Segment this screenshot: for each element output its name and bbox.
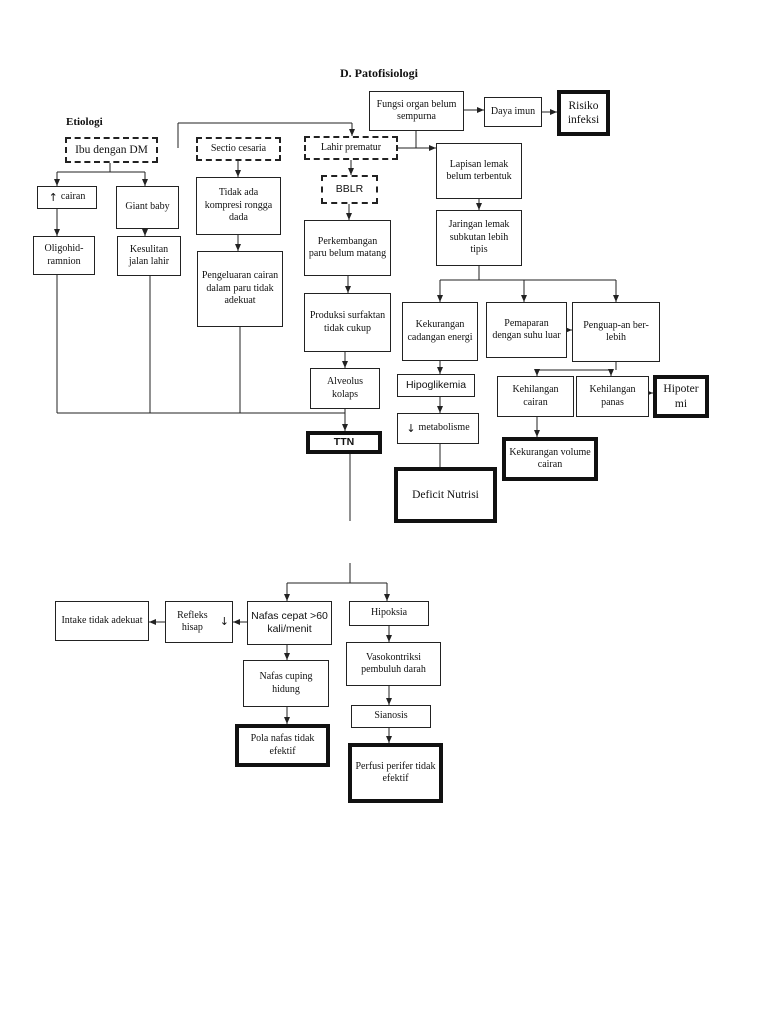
etiologi-label: Etiologi — [66, 116, 103, 128]
node-pemaparan-suhu-label: Pemaparan dengan suhu luar — [492, 317, 561, 342]
node-penguapan-label: Penguap-an ber-lebih — [583, 319, 649, 344]
node-sectio-cesaria-label: Sectio cesaria — [210, 142, 267, 154]
node-perkembangan-paru-label: Perkembangan paru belum matang — [308, 235, 387, 260]
node-pengeluaran-cairan: Pengeluaran cairan dalam paru tidak adek… — [197, 251, 283, 327]
node-penguapan: Penguap-an ber-lebih — [572, 302, 660, 362]
node-hipotermi-label: Hipoter mi — [663, 383, 699, 410]
node-oligohidramnion: Oligohid-ramnion — [33, 236, 95, 275]
node-cairan-label: cairan — [60, 191, 86, 203]
node-alveolus-kolaps-label: Alveolus kolaps — [326, 376, 364, 400]
node-produksi-surfaktan: Produksi surfaktan tidak cukup — [304, 293, 391, 352]
node-defisit-nutrisi-label: Deficit Nutrisi — [412, 488, 479, 501]
node-pola-nafas: Pola nafas tidak efektif — [235, 724, 330, 767]
node-kekurangan-volume: Kekurangan volume cairan — [502, 437, 598, 481]
node-kesulitan-jalan-lahir: Kesulitan jalan lahir — [117, 236, 181, 276]
node-refleks-hisap-label: Refleks hisap — [177, 609, 208, 634]
node-vasokontriksi: Vasokontriksi pembuluh darah — [346, 642, 441, 686]
node-giant-baby-label: Giant baby — [125, 201, 170, 213]
node-metabolisme: ↓metabolisme — [397, 413, 479, 444]
node-tidak-ada-kompresi-label: Tidak ada kompresi rongga dada — [204, 187, 273, 224]
node-risiko-infeksi-label: Risiko infeksi — [567, 99, 600, 126]
node-risiko-infeksi: Risiko infeksi — [557, 90, 610, 136]
node-lahir-prematur: Lahir prematur — [304, 136, 398, 160]
node-sectio-cesaria: Sectio cesaria — [196, 137, 281, 161]
up-arrow-icon: ↑ — [48, 190, 58, 204]
node-perkembangan-paru: Perkembangan paru belum matang — [304, 220, 391, 276]
node-defisit-nutrisi: Deficit Nutrisi — [394, 467, 497, 523]
node-lapisan-lemak-label: Lapisan lemak belum terbentuk — [446, 158, 512, 183]
down-arrow-icon: ↓ — [219, 615, 229, 629]
node-hipoglikemia: Hipoglikemia — [397, 374, 475, 397]
node-ibu-dm: Ibu dengan DM — [65, 137, 158, 163]
node-produksi-surfaktan-label: Produksi surfaktan tidak cukup — [309, 310, 386, 334]
node-tidak-ada-kompresi: Tidak ada kompresi rongga dada — [196, 177, 281, 235]
node-daya-imun: Daya imun — [484, 97, 542, 127]
node-kehilangan-panas: Kehilangan panas — [576, 376, 649, 417]
page-title: D. Patofisiologi — [340, 66, 418, 80]
node-kekurangan-energi-label: Kekurangan cadangan energi — [407, 319, 473, 343]
node-intake-tidak-adekuat: Intake tidak adekuat — [55, 601, 149, 641]
node-alveolus-kolaps: Alveolus kolaps — [310, 368, 380, 409]
down-arrow-icon: ↓ — [406, 421, 416, 435]
node-kekurangan-energi: Kekurangan cadangan energi — [402, 302, 478, 361]
node-metabolisme-label: metabolisme — [418, 422, 470, 434]
node-bblr: BBLR — [321, 175, 378, 204]
node-refleks-hisap: Refleks hisap ↓ — [165, 601, 233, 643]
node-hipoglikemia-label: Hipoglikemia — [405, 378, 467, 391]
node-giant-baby: Giant baby — [116, 186, 179, 229]
node-intake-tidak-adekuat-label: Intake tidak adekuat — [61, 614, 143, 626]
node-sianosis: Sianosis — [351, 705, 431, 728]
node-ibu-dm-label: Ibu dengan DM — [75, 143, 148, 156]
node-daya-imun-label: Daya imun — [490, 105, 536, 117]
node-nafas-cepat-label: Nafas cepat >60 kali/menit — [251, 609, 328, 635]
node-kehilangan-panas-label: Kehilangan panas — [589, 384, 636, 408]
node-oligohidramnion-label: Oligohid-ramnion — [44, 243, 84, 267]
node-lapisan-lemak: Lapisan lemak belum terbentuk — [436, 143, 522, 199]
node-fungsi-organ: Fungsi organ belum sempurna — [369, 91, 464, 131]
node-pengeluaran-cairan-label: Pengeluaran cairan dalam paru tidak adek… — [201, 270, 279, 307]
node-hipotermi: Hipoter mi — [653, 375, 709, 418]
node-hipoksia-label: Hipoksia — [370, 607, 408, 619]
node-sianosis-label: Sianosis — [374, 710, 408, 722]
node-lahir-prematur-label: Lahir prematur — [320, 141, 382, 153]
node-nafas-cuping-label: Nafas cuping hidung — [259, 671, 313, 695]
node-jaringan-lemak: Jaringan lemak subkutan lebih tipis — [436, 210, 522, 266]
node-nafas-cuping: Nafas cuping hidung — [243, 660, 329, 707]
node-fungsi-organ-label: Fungsi organ belum sempurna — [376, 98, 457, 123]
node-perfusi-perifer-label: Perfusi perifer tidak efektif — [355, 760, 436, 785]
node-jaringan-lemak-label: Jaringan lemak subkutan lebih tipis — [448, 219, 510, 256]
node-ttn-label: TTN — [333, 435, 355, 448]
node-pola-nafas-label: Pola nafas tidak efektif — [250, 733, 315, 757]
node-pemaparan-suhu: Pemaparan dengan suhu luar — [486, 302, 567, 358]
node-ttn: TTN — [306, 431, 382, 454]
node-nafas-cepat: Nafas cepat >60 kali/menit — [247, 601, 332, 645]
node-cairan: ↑cairan — [37, 186, 97, 209]
node-bblr-label: BBLR — [335, 182, 364, 195]
node-vasokontriksi-label: Vasokontriksi pembuluh darah — [361, 651, 426, 676]
node-kesulitan-jalan-lahir-label: Kesulitan jalan lahir — [128, 243, 170, 268]
node-kehilangan-cairan: Kehilangan cairan — [497, 376, 574, 417]
node-kehilangan-cairan-label: Kehilangan cairan — [512, 384, 559, 408]
node-perfusi-perifer: Perfusi perifer tidak efektif — [348, 743, 443, 803]
node-kekurangan-volume-label: Kekurangan volume cairan — [509, 446, 591, 471]
node-hipoksia: Hipoksia — [349, 601, 429, 626]
